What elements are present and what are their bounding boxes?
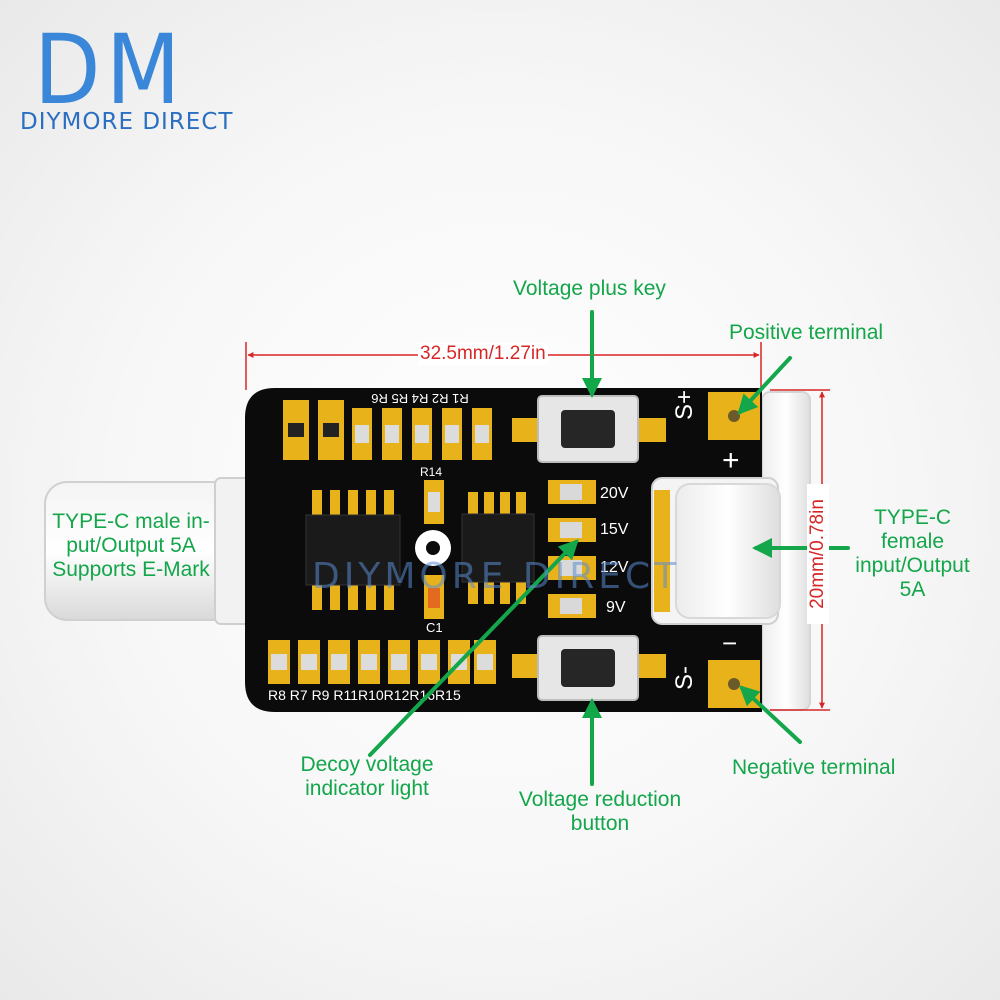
- label-typec-female: TYPE-C female input/Output 5A: [845, 506, 980, 602]
- terminal-neg-label: S-: [671, 666, 698, 690]
- label-typec-female-line4: 5A: [899, 578, 926, 601]
- main-ic: [305, 480, 451, 619]
- label-voltage-reduction: Voltage reduction button: [500, 788, 700, 836]
- label-typec-male-line2: put/Output 5A: [66, 534, 196, 557]
- label-reduction-line2: button: [570, 812, 630, 835]
- height-dimension: 20mm/0.78in: [807, 484, 829, 624]
- label-positive-terminal: Positive terminal: [729, 321, 884, 344]
- label-decoy-line1: Decoy voltage: [300, 753, 434, 776]
- logo-letters: DM: [34, 14, 186, 126]
- terminal-pos-label: S+: [671, 390, 698, 420]
- brand-logo: DM DIYMORE DIRECT: [20, 15, 232, 140]
- c1-label: C1: [426, 620, 443, 635]
- resistor-labels-top: R1 R2 R4 R5 R6: [371, 391, 469, 406]
- label-typec-male-line1: TYPE-C male in-: [52, 510, 210, 533]
- plus-sign: +: [722, 444, 740, 477]
- label-typec-female-line1: TYPE-C: [873, 506, 951, 529]
- voltage-indicator-leds: [548, 480, 596, 618]
- label-reduction-line1: Voltage reduction: [518, 788, 682, 811]
- label-typec-female-line2: female: [880, 530, 945, 553]
- voltage-plus-key: [512, 395, 666, 463]
- label-decoy-indicator: Decoy voltage indicator light: [282, 753, 452, 801]
- label-typec-male: TYPE-C male in- put/Output 5A Supports E…: [26, 510, 236, 582]
- label-negative-terminal: Negative terminal: [732, 756, 896, 779]
- label-voltage-plus-key: Voltage plus key: [513, 277, 666, 300]
- voltage-label-15v: 15V: [600, 521, 629, 538]
- r14-label: R14: [420, 465, 442, 479]
- secondary-ic: [461, 492, 535, 604]
- voltage-label-20v: 20V: [600, 485, 629, 502]
- voltage-label-9v: 9V: [606, 599, 626, 616]
- negative-terminal: [708, 660, 760, 708]
- minus-sign: −: [722, 628, 737, 658]
- typec-female-port: [651, 477, 781, 625]
- label-typec-male-line3: Supports E-Mark: [52, 558, 210, 581]
- brand-watermark: DIYMORE DIRECT: [312, 556, 681, 597]
- top-components: [283, 400, 492, 460]
- voltage-label-12v: 12V: [600, 559, 629, 576]
- brand-name: DIYMORE DIRECT: [20, 109, 234, 135]
- resistor-labels-bottom: R8 R7 R9 R11R10R12R16R15: [268, 687, 461, 703]
- label-decoy-line2: indicator light: [305, 777, 429, 800]
- label-typec-female-line3: input/Output: [855, 554, 970, 577]
- width-dimension: 32.5mm/1.27in: [418, 343, 548, 365]
